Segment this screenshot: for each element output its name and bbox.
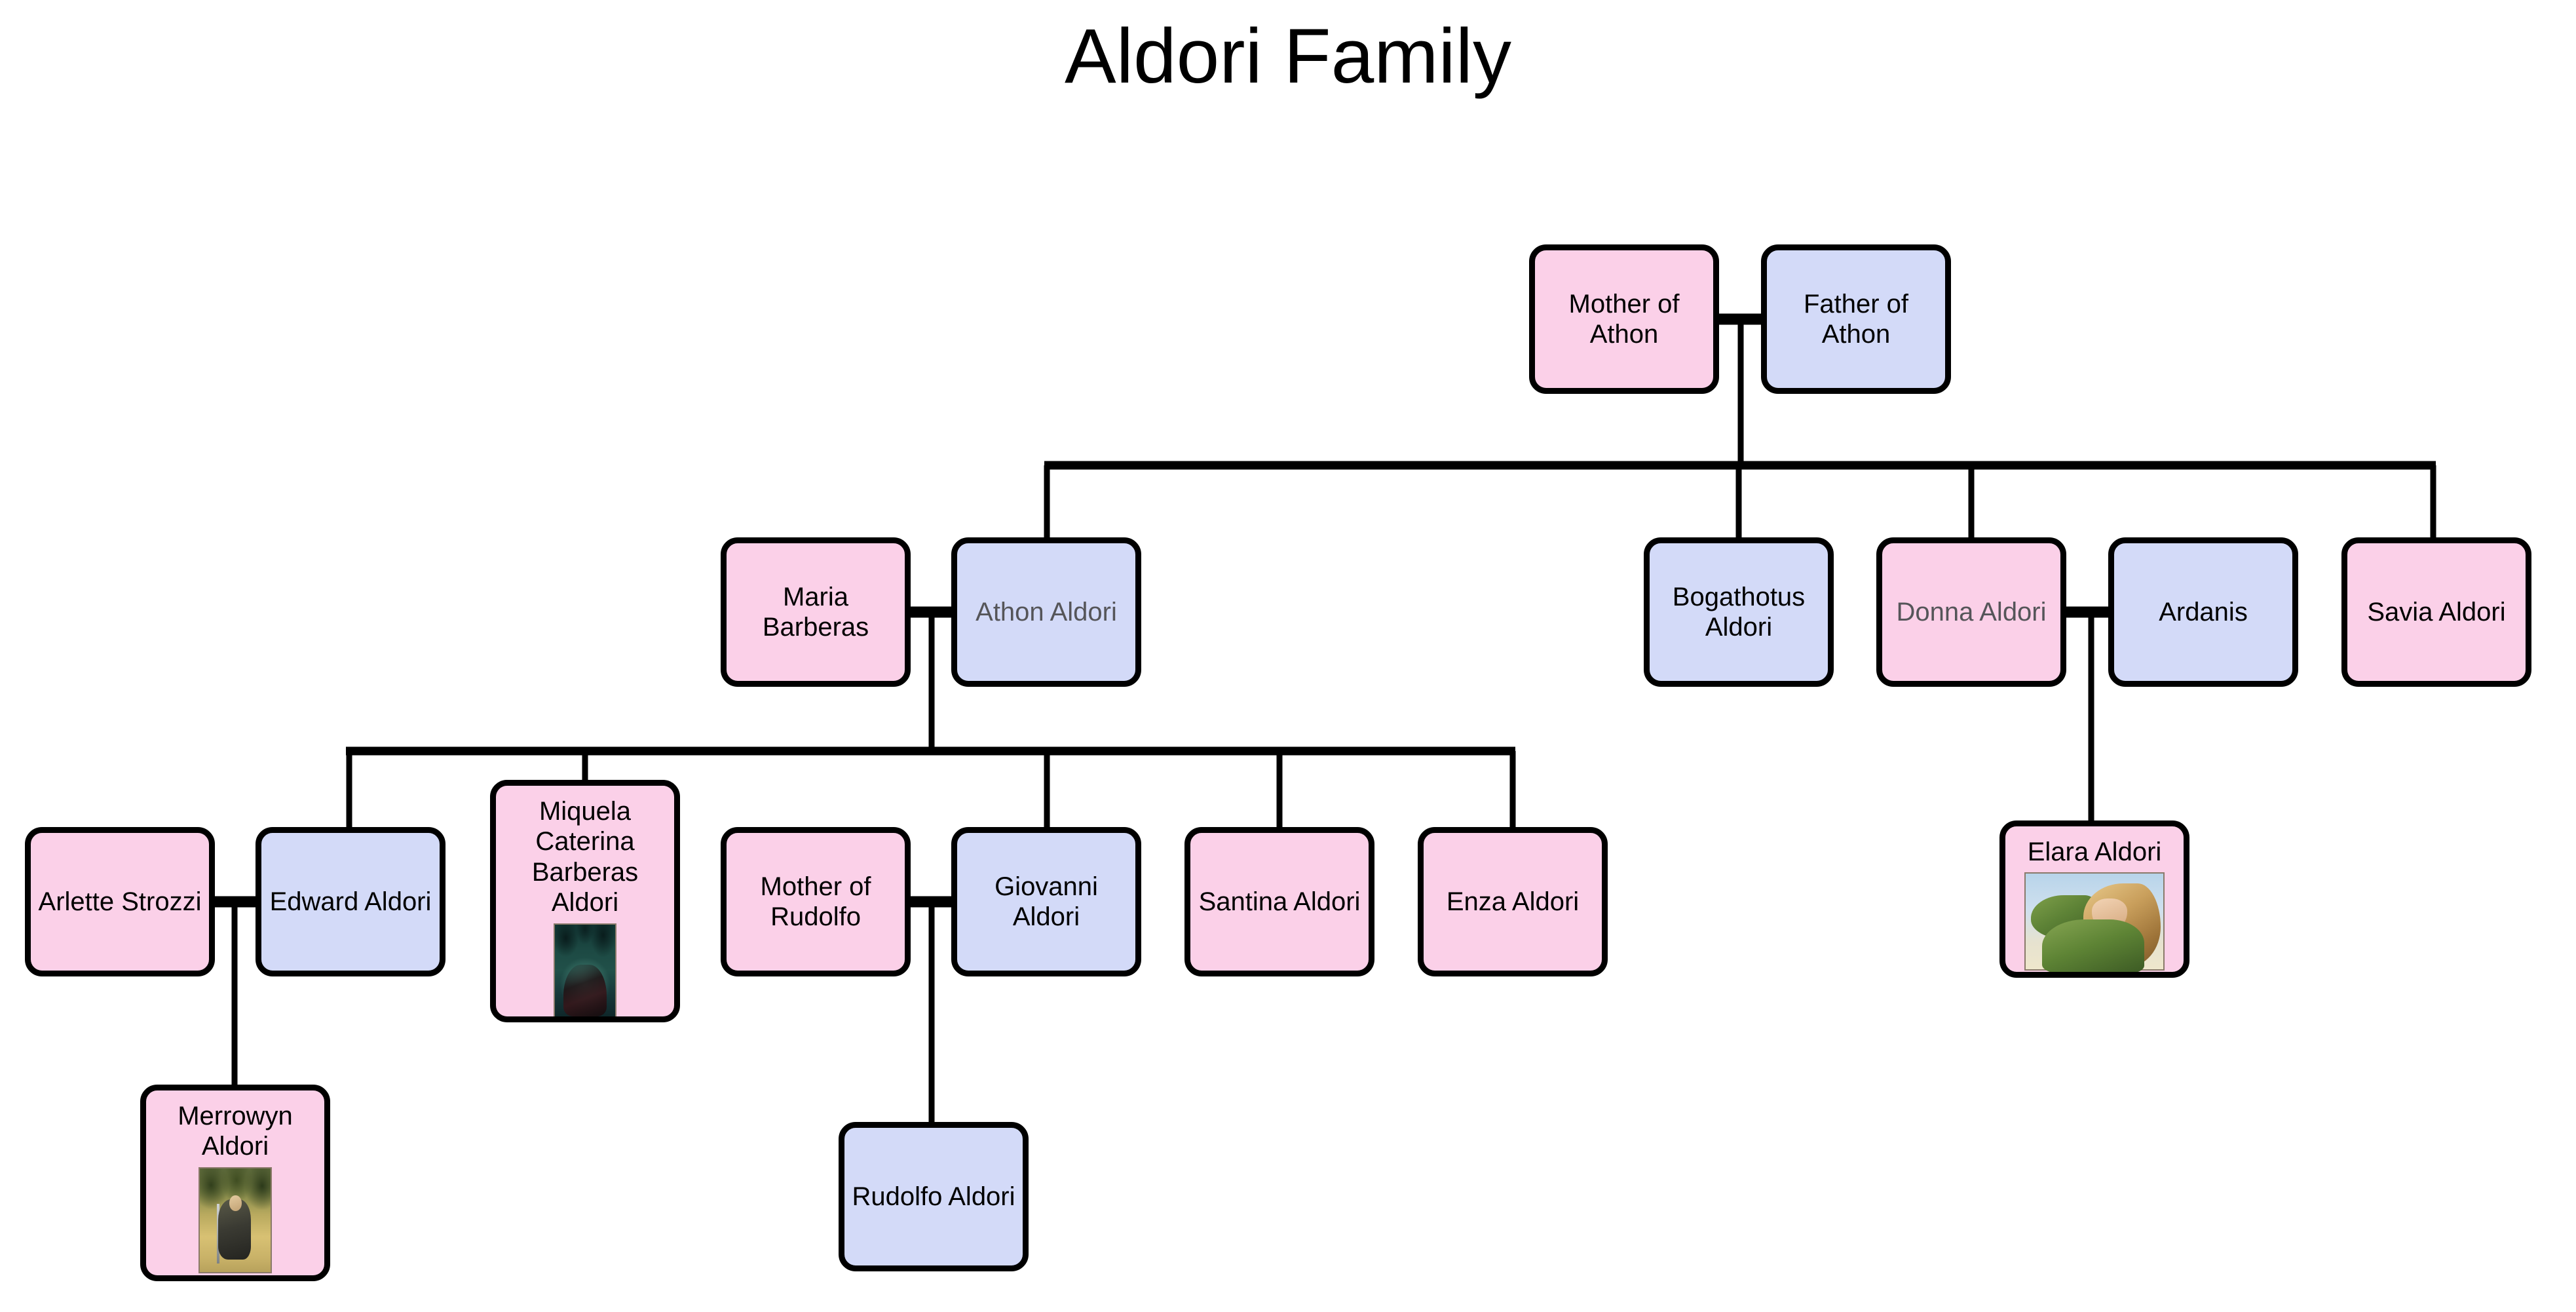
node-mother-of-rudolfo[interactable]: Mother of Rudolfo: [721, 827, 911, 976]
node-label: Enza Aldori: [1446, 887, 1580, 916]
node-label: Rudolfo Aldori: [852, 1182, 1015, 1211]
node-giovanni-aldori[interactable]: Giovanni Aldori: [951, 827, 1141, 976]
node-donna-aldori[interactable]: Donna Aldori: [1876, 537, 2066, 687]
node-savia-aldori[interactable]: Savia Aldori: [2341, 537, 2531, 687]
node-father-of-athon[interactable]: Father of Athon: [1761, 244, 1951, 394]
node-mother-of-athon[interactable]: Mother of Athon: [1529, 244, 1719, 394]
node-label: Maria Barberas: [762, 582, 869, 642]
node-bogathotus-aldori[interactable]: Bogathotus Aldori: [1644, 537, 1834, 687]
node-label: Giovanni Aldori: [994, 872, 1098, 931]
node-maria-barberas[interactable]: Maria Barberas: [721, 537, 911, 687]
node-label: Elara Aldori: [2027, 838, 2162, 866]
node-rudolfo-aldori[interactable]: Rudolfo Aldori: [839, 1122, 1029, 1271]
node-edward-aldori[interactable]: Edward Aldori: [256, 827, 445, 976]
node-label: Mother of Athon: [1568, 289, 1680, 349]
node-ardanis[interactable]: Ardanis: [2108, 537, 2298, 687]
elf-cloak-shape: [2042, 919, 2144, 972]
node-label: Edward Aldori: [269, 887, 432, 916]
node-label: Donna Aldori: [1896, 597, 2047, 627]
node-miquela-caterina-barberas-aldori[interactable]: Miquela Caterina Barberas Aldori: [490, 780, 680, 1022]
node-label: Arlette Strozzi: [38, 887, 202, 916]
node-label: Miquela Caterina Barberas Aldori: [531, 797, 639, 917]
node-label: Santina Aldori: [1198, 887, 1361, 916]
node-elara-aldori[interactable]: Elara Aldori: [1999, 820, 2189, 978]
portrait-image-merrowyn: [199, 1167, 272, 1273]
page-title: Aldori Family: [1065, 13, 1511, 100]
node-label: Mother of Rudolfo: [760, 872, 871, 931]
node-arlette-strozzi[interactable]: Arlette Strozzi: [25, 827, 215, 976]
node-enza-aldori[interactable]: Enza Aldori: [1418, 827, 1608, 976]
node-label: Ardanis: [2159, 597, 2248, 627]
portrait-image-miquela: [554, 923, 616, 1016]
field-sword-shape: [216, 1203, 220, 1264]
node-merrowyn-aldori[interactable]: Merrowyn Aldori: [140, 1085, 330, 1281]
field-head-shape: [229, 1195, 242, 1211]
node-label: Bogathotus Aldori: [1672, 582, 1806, 642]
portrait-image-elara: [2024, 872, 2165, 972]
node-label: Savia Aldori: [2367, 597, 2506, 627]
node-label: Athon Aldori: [975, 597, 1117, 627]
node-athon-aldori[interactable]: Athon Aldori: [951, 537, 1141, 687]
node-santina-aldori[interactable]: Santina Aldori: [1184, 827, 1374, 976]
node-label: Merrowyn Aldori: [178, 1102, 293, 1161]
node-label: Father of Athon: [1803, 289, 1909, 349]
